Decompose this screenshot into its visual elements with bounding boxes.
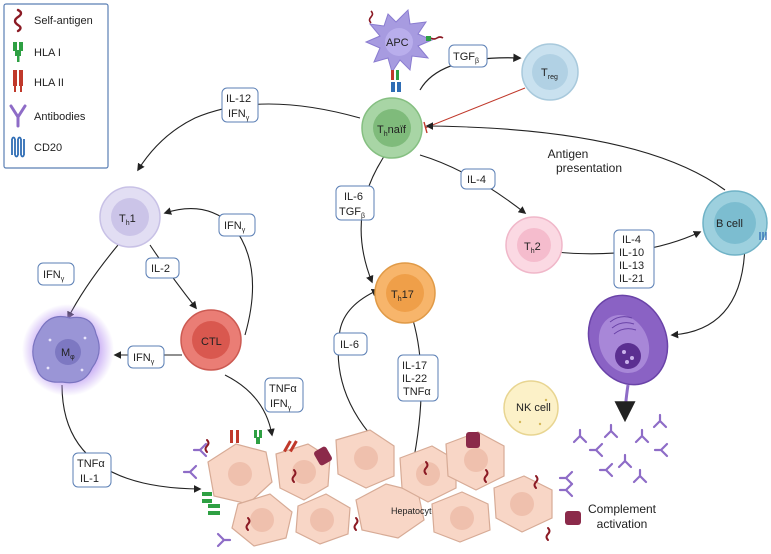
- b-cell: B cell: [702, 190, 768, 256]
- svg-text:IL-6: IL-6: [344, 191, 363, 203]
- ctl-cell: CTL: [180, 309, 242, 371]
- self-antigens: [204, 439, 551, 541]
- b-cell-label: B cell: [716, 218, 743, 230]
- svg-text:TNFα: TNFα: [269, 383, 297, 395]
- box-ifn-macrophage: IFNγ: [127, 345, 165, 369]
- hepatocyte: [335, 429, 395, 489]
- hla-i-icon: [13, 42, 23, 62]
- hepatocyte: Hepatocytes: [355, 483, 442, 539]
- hepatocyte: [445, 431, 505, 491]
- svg-text:IFNγ: IFNγ: [228, 108, 250, 122]
- hepatocyte: [207, 443, 273, 505]
- antigen-presentation-line1: Antigen: [548, 147, 589, 161]
- nk-cell-label: NK cell: [516, 402, 551, 414]
- svg-text:IL-22: IL-22: [402, 373, 427, 385]
- hla-ii-icon: [13, 70, 23, 92]
- box-il6-th17: IL-6: [333, 332, 368, 356]
- inhibit-treg-to-thnaive: [424, 87, 526, 129]
- connectors: [61, 53, 746, 493]
- th-naive-cell: Thnaïf: [361, 97, 423, 159]
- svg-text:TNFα: TNFα: [403, 386, 431, 398]
- svg-text:IFNγ: IFNγ: [133, 352, 155, 366]
- box-il4-il10-il13-il21: IL-4 IL-10 IL-13 IL-21: [613, 229, 655, 289]
- box-il17-il22-tnfa: IL-17 IL-22 TNFα: [397, 354, 439, 402]
- arrow-bcell-to-thnaive: [425, 122, 726, 191]
- th17-label: Th17: [391, 289, 414, 303]
- svg-text:IFNγ: IFNγ: [224, 220, 246, 234]
- cd20-icon: [11, 136, 25, 158]
- complement-pores: [314, 432, 581, 525]
- annotations: Antigen presentation Complement activati…: [548, 147, 657, 531]
- th-naive-label: Thnaïf: [377, 124, 407, 138]
- svg-text:IL-10: IL-10: [619, 247, 644, 259]
- hepatocytes-label: Hepatocytes: [391, 506, 442, 516]
- svg-text:IFNγ: IFNγ: [43, 269, 65, 283]
- cytokine-boxes: TGFβ IL-12 IFNγ IL-6 TGFβ IL-4 IFNγ IL-4…: [37, 44, 655, 488]
- th2-cell: Th2: [505, 216, 563, 274]
- svg-text:IL-21: IL-21: [619, 273, 644, 285]
- svg-text:IL-4: IL-4: [622, 234, 641, 246]
- hepatocyte-sheet: Hepatocytes: [207, 429, 553, 547]
- self-antigen-icon: [13, 8, 23, 33]
- treg-cell: Treg: [521, 43, 579, 101]
- arrow-thnaive-to-th1: [137, 103, 361, 172]
- antigen-presentation-line2: presentation: [556, 161, 622, 175]
- box-il4: IL-4: [460, 168, 496, 190]
- svg-text:TGFβ: TGFβ: [339, 206, 365, 220]
- macrophage-label: Mφ: [61, 347, 75, 361]
- th2-label: Th2: [524, 241, 541, 255]
- macrophage-cell: Mφ: [22, 304, 114, 396]
- box-ifn-left: IFNγ: [37, 262, 75, 286]
- hepatocyte: [295, 493, 351, 545]
- hepatocyte-receptors: [202, 430, 298, 515]
- svg-text:IL-17: IL-17: [402, 360, 427, 372]
- treg-label: Treg: [541, 67, 558, 81]
- legend-box: [3, 3, 109, 169]
- legend: Self-antigen HLA I HLA II Antibodies CD2…: [3, 3, 109, 169]
- svg-text:IL-2: IL-2: [151, 263, 170, 275]
- complement-activation-line1: Complement: [588, 502, 657, 516]
- th1-label: Th1: [119, 213, 136, 227]
- svg-text:IFNγ: IFNγ: [270, 398, 292, 412]
- svg-text:TNFα: TNFα: [77, 458, 105, 470]
- nk-cell: NK cell: [503, 380, 559, 436]
- hepatocyte: [431, 491, 491, 543]
- apc-cell: APC: [364, 8, 444, 92]
- legend-label-self-antigen: Self-antigen: [34, 15, 93, 27]
- antibodies: [182, 413, 669, 548]
- legend-label-cd20: CD20: [34, 142, 62, 154]
- box-il6-tgf: IL-6 TGFβ: [335, 185, 375, 221]
- hepatocyte: [231, 493, 293, 547]
- legend-label-hla-i: HLA I: [34, 47, 61, 59]
- legend-label-hla-ii: HLA II: [34, 77, 64, 89]
- antibody-icon: [9, 104, 27, 128]
- box-ifn-th1: IFNγ: [218, 213, 256, 237]
- svg-text:TGFβ: TGFβ: [453, 51, 479, 65]
- svg-text:IL-13: IL-13: [619, 260, 644, 272]
- plasma-cell: [587, 294, 669, 386]
- hepatocyte: [493, 475, 553, 533]
- svg-text:IL-4: IL-4: [467, 174, 486, 186]
- box-tnfa-il1: TNFα IL-1: [72, 452, 112, 488]
- ctl-label: CTL: [201, 336, 222, 348]
- th17-cell: Th17: [374, 262, 436, 324]
- hepatocyte: [399, 445, 457, 503]
- box-tnfa-ifn: TNFα IFNγ: [264, 377, 304, 413]
- box-il12-ifn: IL-12 IFNγ: [221, 87, 259, 123]
- legend-label-antibodies: Antibodies: [34, 111, 86, 123]
- box-il2: IL-2: [145, 257, 180, 279]
- complement-activation-line2: activation: [597, 517, 648, 531]
- apc-label: APC: [386, 37, 409, 49]
- box-tgf-apc: TGFβ: [448, 44, 488, 68]
- svg-text:IL-1: IL-1: [80, 473, 99, 485]
- arrow-ctl-to-hepatocytes: [224, 374, 275, 437]
- svg-text:IL-6: IL-6: [340, 339, 359, 351]
- th1-cell: Th1: [99, 186, 161, 248]
- arrow-plasma-to-antibodies: [614, 384, 636, 423]
- arrow-hepatocytes-to-th17: [337, 289, 380, 441]
- arrow-bcell-to-plasma: [670, 239, 746, 339]
- svg-text:IL-12: IL-12: [226, 93, 251, 105]
